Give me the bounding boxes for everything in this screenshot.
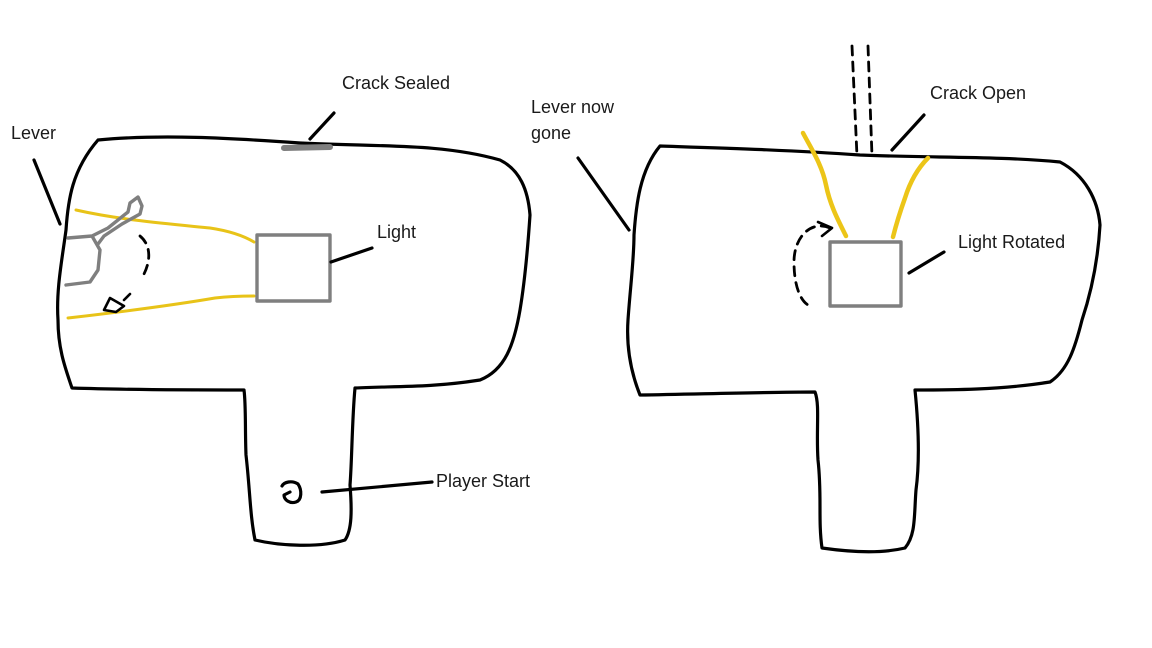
crack-open-label: Crack Open: [930, 83, 1026, 103]
lever-swing-arc: [138, 234, 151, 276]
right-light-beam-left: [800, 130, 849, 239]
left-light-beam-lower: [66, 294, 256, 320]
light-label: Light: [377, 222, 416, 242]
lever-now-gone-label-line1: Lever now: [531, 97, 615, 117]
crack-open-left-line: [850, 44, 859, 158]
lever-now-gone-label-line2: gone: [531, 123, 571, 143]
lever-callout-line: [32, 158, 62, 226]
crack-sealed-mark: [281, 144, 333, 151]
player-start-callout-line: [320, 480, 434, 494]
light-rotated-box: [828, 240, 903, 308]
light-rotation-arc: [792, 224, 832, 307]
light-rotated-label: Light Rotated: [958, 232, 1065, 252]
lever-pivot-mark: [102, 292, 132, 314]
crack-open-right-line: [866, 44, 874, 158]
light-callout-line: [329, 246, 374, 264]
light-rotated-callout-line: [907, 250, 946, 275]
right-map: Lever now gone Crack Open Light Rotated: [531, 44, 1102, 554]
crack-sealed-callout-line: [308, 111, 336, 141]
light-rotation-arrowhead: [816, 220, 834, 238]
lever-label: Lever: [11, 123, 56, 143]
right-light-beam-right: [890, 155, 931, 240]
light-box: [255, 233, 332, 303]
crack-sealed-label: Crack Sealed: [342, 73, 450, 93]
player-start-label: Player Start: [436, 471, 530, 491]
lever-gone-callout-line: [576, 156, 631, 232]
left-light-beam-upper: [74, 208, 256, 244]
lever-icon: [64, 195, 144, 287]
right-room-outline: [626, 144, 1102, 554]
left-room-outline: [56, 135, 532, 547]
left-map: Lever Crack Sealed Light Player Start: [11, 73, 532, 547]
crack-open-callout-line: [890, 113, 926, 152]
player-start-marker: [280, 480, 303, 505]
